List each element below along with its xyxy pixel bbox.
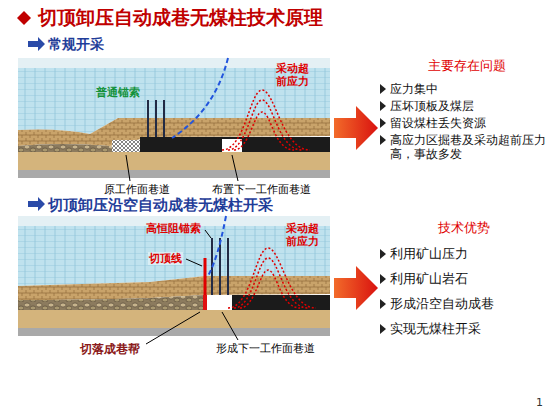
stress-label: 采动超前应力 (286, 222, 324, 248)
stress-label: 采动超前应力 (276, 62, 314, 88)
part-label: 原工作面巷道 (104, 183, 170, 196)
list-heading: 主要存在问题 (428, 58, 506, 74)
list-item: 高应力区掘巷及采动超前压力高，事故多发 (390, 133, 548, 162)
part-label: 高恒阻锚索 (146, 222, 201, 235)
list-item: 压坏顶板及煤层 (390, 99, 474, 113)
section-heading: 切顶卸压沿空自动成巷无煤柱开采 (48, 196, 273, 214)
list-item: 形成沿空自动成巷 (390, 296, 494, 312)
list-item: 实现无煤柱开采 (390, 321, 481, 337)
list-heading: 技术优势 (438, 220, 490, 236)
part-label: 布置下一工作面巷道 (212, 183, 311, 196)
part-label: 形成下一工作面巷道 (216, 342, 315, 355)
part-label: 切顶线 (148, 252, 183, 265)
list-item: 利用矿山岩石 (390, 271, 468, 287)
slide-title: 切顶卸压自动成巷无煤柱技术原理 (38, 6, 323, 29)
list-item: 利用矿山压力 (390, 246, 468, 262)
part-label: 普通锚索 (96, 86, 140, 99)
list-item: 留设煤柱丢失资源 (390, 116, 486, 130)
part-label: 切落成巷帮 (80, 342, 140, 356)
list-item: 应力集中 (390, 82, 438, 96)
section-heading: 常规开采 (48, 36, 104, 53)
page-number: 1 (536, 396, 543, 409)
